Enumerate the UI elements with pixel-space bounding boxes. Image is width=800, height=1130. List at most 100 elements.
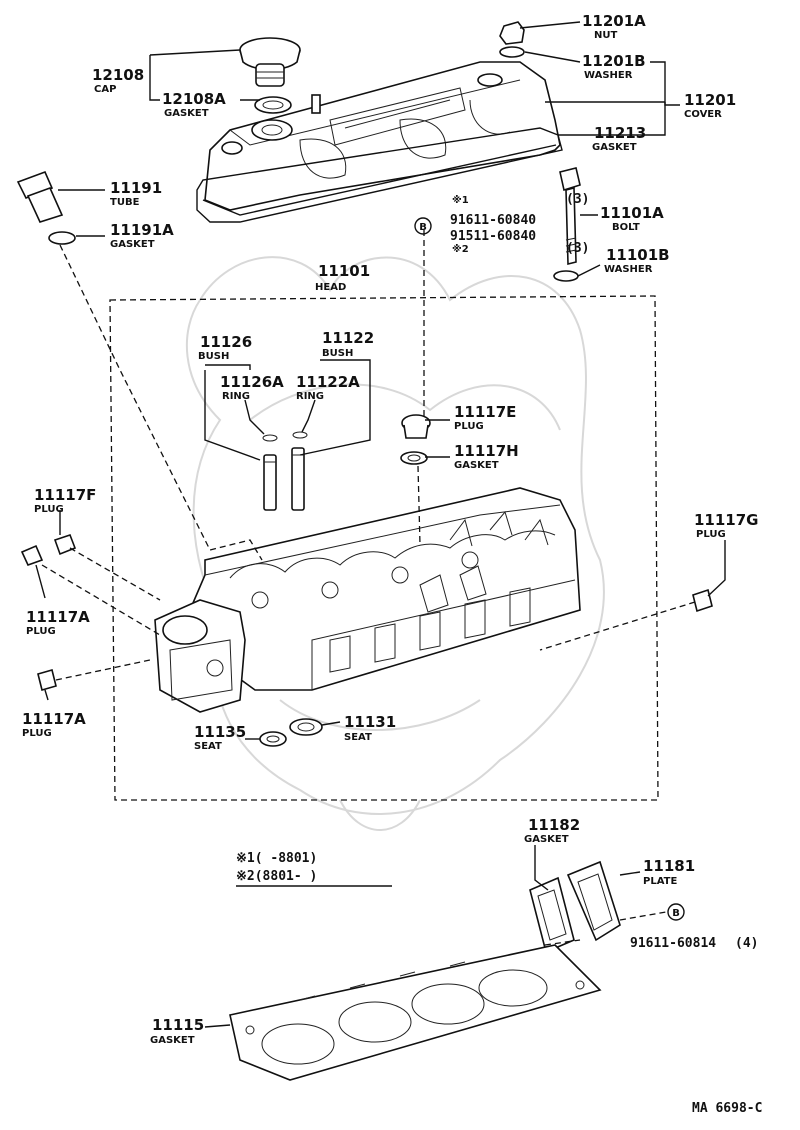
valve-seat-11135: [259, 731, 287, 747]
callout-11117E-name: PLUG: [454, 421, 484, 432]
callout-11182-name: GASKET: [524, 834, 569, 845]
plug-a-lower: [37, 669, 57, 691]
callout-11201-name: COVER: [684, 109, 722, 120]
bolt-ref-mark-1: ※1: [452, 194, 469, 206]
callout-11135-name: SEAT: [194, 741, 222, 752]
bolt-reference-block: ※1 91611-60840 (3) 91511-60840 (3) ※2: [450, 192, 589, 256]
head-gasket: [229, 944, 602, 1081]
callout-11135-number: 11135: [194, 723, 246, 741]
callout-11213-name: GASKET: [592, 142, 637, 153]
cap-gasket: [254, 96, 292, 114]
callout-11117A-upper-name: PLUG: [26, 626, 56, 637]
callout-11191-name: TUBE: [110, 197, 140, 208]
callout-11117H-number: 11117H: [454, 442, 519, 460]
callout-11182-number: 11182: [528, 816, 580, 834]
cylinder-head: [189, 487, 581, 691]
callout-11181-number: 11181: [643, 857, 695, 875]
callout-11181-name: PLATE: [643, 876, 677, 887]
bolt-ref-1-qty: (3): [566, 192, 589, 207]
note-line-1: ※1( -8801): [236, 851, 317, 866]
applicability-notes: ※1( -8801) ※2(8801- ): [236, 851, 392, 887]
callout-11122-name: BUSH: [322, 348, 353, 359]
tube-gasket: [48, 231, 76, 245]
bolt-ref-circle-b: B: [414, 217, 432, 235]
plate-bolt-reference: 91611-60814 (4): [630, 936, 758, 951]
callout-11101B-number: 11101B: [606, 246, 670, 264]
plug-e: [401, 414, 431, 439]
head-bolt: [559, 167, 581, 266]
cover-nut: [499, 21, 525, 45]
valve-cover: [204, 61, 561, 211]
plug-a-upper: [20, 544, 44, 566]
callout-11126A-number: 11126A: [220, 373, 284, 391]
thermostat-housing: [154, 599, 246, 713]
callout-11117A-lower-number: 11117A: [22, 710, 86, 728]
head-bounding-frame: [109, 295, 659, 801]
bolt-ref-2: 91511-60840: [450, 229, 536, 244]
figure-code: MA 6698-C: [692, 1101, 762, 1116]
plug-f: [53, 533, 77, 556]
callout-11117E-number: 11117E: [454, 403, 516, 421]
plate-bolt-qty: (4): [735, 936, 758, 951]
callout-11201A-name: NUT: [594, 30, 617, 41]
callout-11101B-name: WASHER: [604, 264, 653, 275]
oil-filler-cap: [239, 37, 301, 87]
callout-11131-number: 11131: [344, 713, 396, 731]
bolt-ref-mark-2: ※2: [452, 243, 469, 255]
head-bolt-washer: [553, 270, 579, 282]
callout-11101A-name: BOLT: [612, 222, 640, 233]
callout-11122-number: 11122: [322, 329, 374, 347]
cover-gasket: [196, 127, 563, 223]
bolt-ref-1: 91611-60840: [450, 213, 536, 228]
callout-11122A-name: RING: [296, 391, 324, 402]
callout-12108-name: CAP: [94, 84, 116, 95]
callout-11191-number: 11191: [110, 179, 162, 197]
plate-bolt-circle-b: B: [667, 903, 685, 921]
callout-11117F-number: 11117F: [34, 486, 96, 504]
callout-11115-name: GASKET: [150, 1035, 195, 1046]
callout-11101A-number: 11101A: [600, 204, 664, 222]
svg-text:B: B: [419, 222, 427, 233]
callout-11117A-upper-number: 11117A: [26, 608, 90, 626]
callout-11131-name: SEAT: [344, 732, 372, 743]
callout-11126-name: BUSH: [198, 351, 229, 362]
svg-text:B: B: [672, 908, 680, 919]
callout-11201-number: 11201: [684, 91, 736, 109]
callout-11115-number: 11115: [152, 1016, 204, 1034]
callout-11117F-name: PLUG: [34, 504, 64, 515]
callout-12108A-number: 12108A: [162, 90, 226, 108]
callout-11213-number: 11213: [594, 124, 646, 142]
callout-11117H-name: GASKET: [454, 460, 499, 471]
callout-labels: 11201A NUT 11201B WASHER 11201 COVER 112…: [22, 12, 759, 1046]
gasket-h: [400, 451, 428, 465]
plate-bolt-ref: 91611-60814: [630, 936, 716, 951]
cover-washer: [499, 46, 525, 58]
callout-11117A-lower-name: PLUG: [22, 728, 52, 739]
tube: [16, 170, 64, 223]
callout-11191A-number: 11191A: [110, 221, 174, 239]
callout-11191A-name: GASKET: [110, 239, 155, 250]
valve-seat-11131: [289, 718, 323, 736]
note-line-2: ※2(8801- ): [236, 869, 317, 884]
callout-11126A-name: RING: [222, 391, 250, 402]
callout-11201B-name: WASHER: [584, 70, 633, 81]
plug-g: [692, 588, 713, 613]
assembly-dash-lines: [41, 230, 696, 946]
water-outlet-gasket: [529, 876, 575, 954]
callout-11122A-number: 11122A: [296, 373, 360, 391]
valve-guide-bush: [263, 447, 305, 511]
leader-lines: [35, 21, 726, 1028]
callout-11117G-name: PLUG: [696, 529, 726, 540]
callout-11126-number: 11126: [200, 333, 252, 351]
callout-11101-number: 11101: [318, 262, 370, 280]
water-outlet-plate: [566, 860, 621, 942]
callout-11101-name: HEAD: [315, 282, 346, 293]
callout-12108A-name: GASKET: [164, 108, 209, 119]
callout-11117G-number: 11117G: [694, 511, 759, 529]
callout-11201A-number: 11201A: [582, 12, 646, 30]
callout-11201B-number: 11201B: [582, 52, 646, 70]
bolt-ref-2-qty: (3): [566, 241, 589, 256]
valve-guide-rings: [262, 431, 308, 442]
callout-12108-number: 12108: [92, 66, 144, 84]
